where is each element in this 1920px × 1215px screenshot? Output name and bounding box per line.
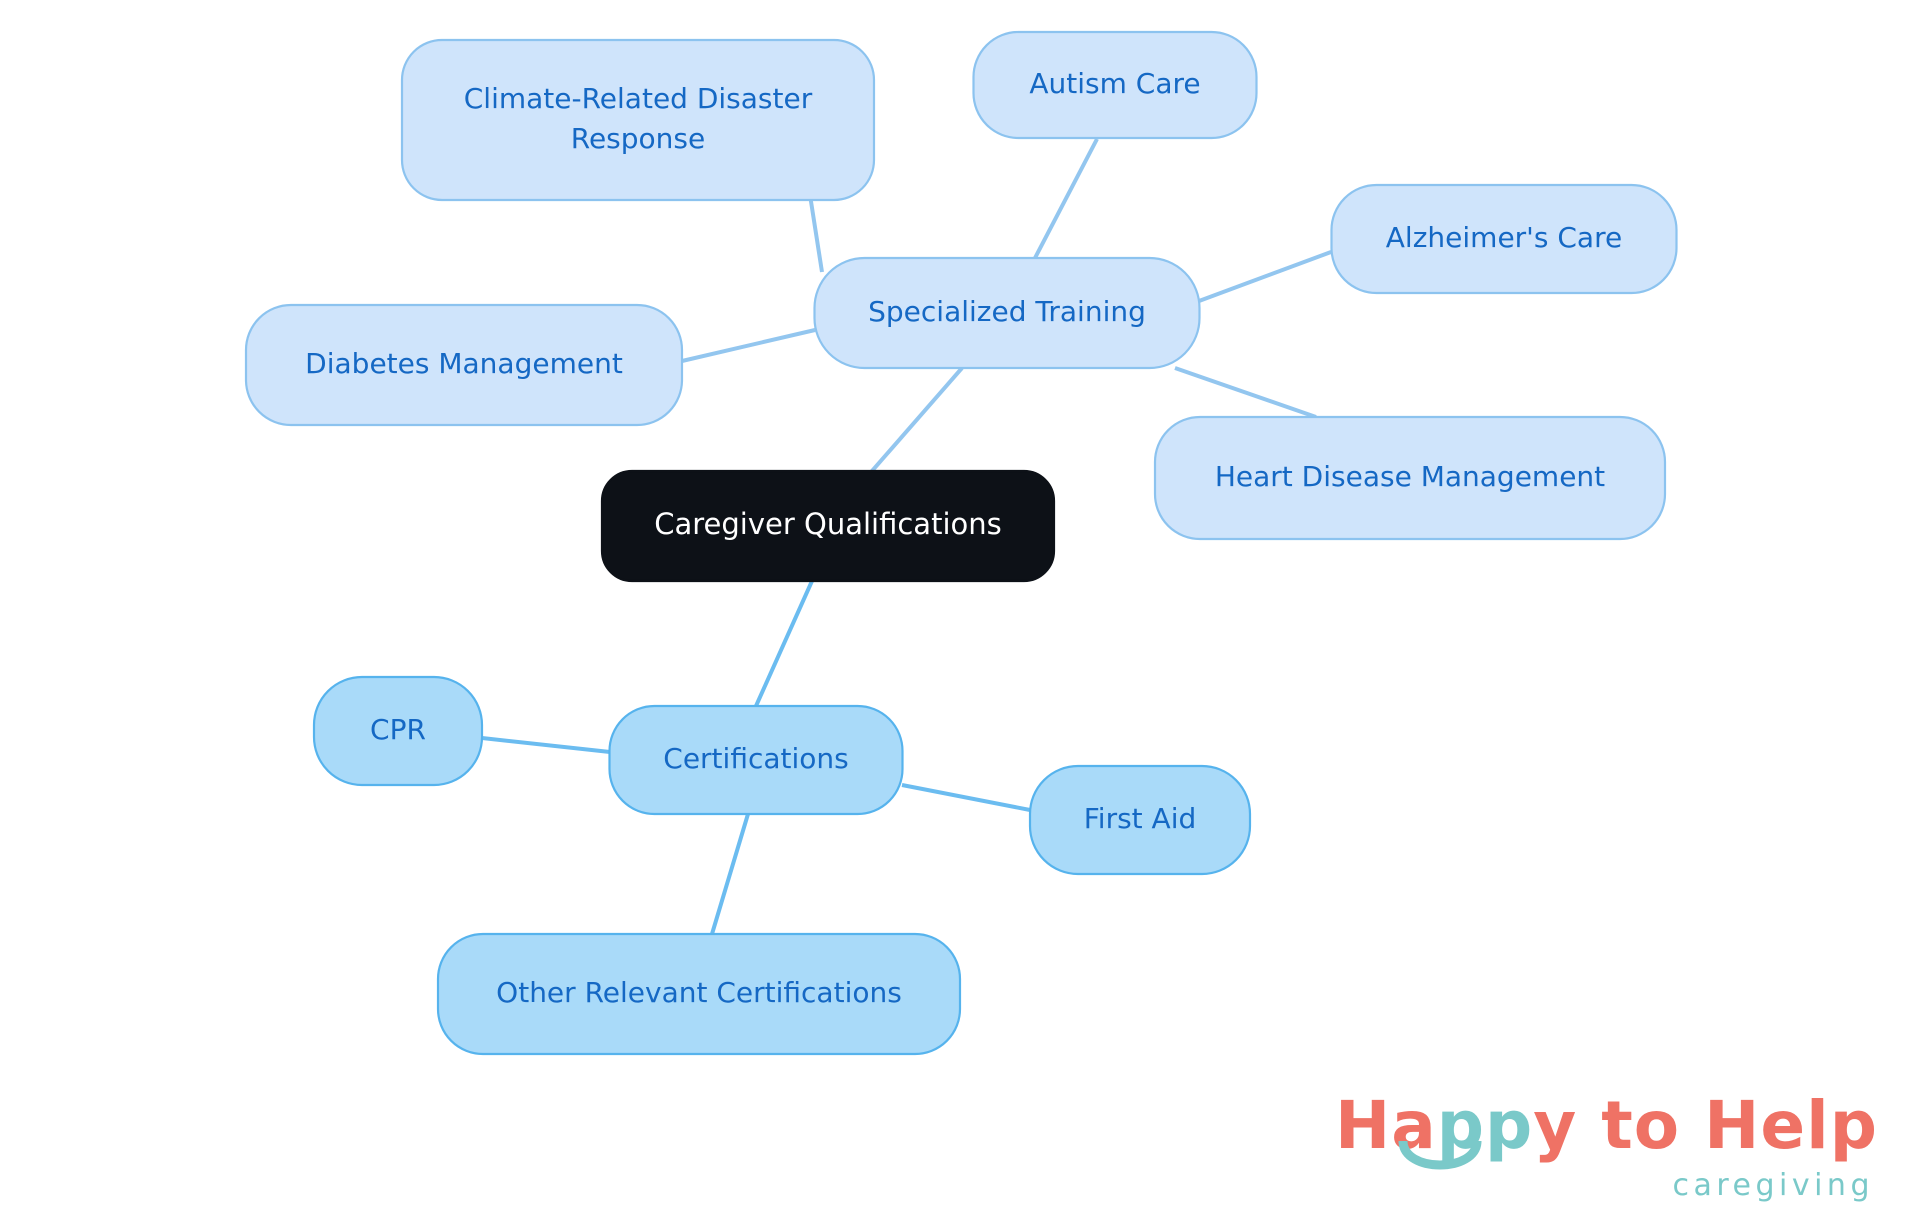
smile-icon: [1398, 1140, 1482, 1170]
brand-wordmark: Happy to Help: [1335, 1093, 1878, 1159]
node-label-heart-disease-management: Heart Disease Management: [1215, 460, 1605, 493]
node-shape-cpr[interactable]: [312, 675, 484, 787]
node-label-climate-related-disaster-response: Climate-Related Disaster: [464, 82, 813, 115]
node-label-autism-care: Autism Care: [1029, 67, 1200, 100]
node-shape-autism-care[interactable]: [972, 30, 1258, 140]
node-heart-disease-management[interactable]: Heart Disease Management: [1153, 415, 1667, 541]
node-label-root: Caregiver Qualifications: [654, 507, 1002, 541]
node-shape-heart-disease-management[interactable]: [1153, 415, 1667, 541]
node-autism-care[interactable]: Autism Care: [972, 30, 1258, 140]
edge-specialized-climate: [808, 194, 824, 273]
brand-letters-y-to-h: y to H: [1533, 1087, 1761, 1164]
edge-certifications-firstaid: [901, 783, 1031, 812]
brand-letter-p: p: [1829, 1087, 1878, 1164]
edge-certifications-cpr: [481, 736, 611, 754]
node-shape-other-relevant-certifications[interactable]: [436, 932, 962, 1056]
node-shape-first-aid[interactable]: [1028, 764, 1252, 876]
brand-logo: Happy to Help caregiving: [1335, 1093, 1878, 1201]
node-alzheimers-care[interactable]: Alzheimer's Care: [1330, 183, 1678, 295]
brand-letters-pp: pp: [1436, 1087, 1534, 1164]
node-diabetes-management[interactable]: Diabetes Management: [244, 303, 684, 427]
edge-specialized-diabetes: [681, 328, 816, 363]
node-shape-certifications[interactable]: [608, 704, 904, 816]
brand-tagline: caregiving: [1672, 1168, 1874, 1203]
brand-letters-el: el: [1760, 1087, 1830, 1164]
node-first-aid[interactable]: First Aid: [1028, 764, 1252, 876]
edge-specialized-alzheimers: [1198, 250, 1332, 303]
edge-root-certifications: [754, 580, 814, 707]
edges-layer: [481, 138, 1332, 935]
node-shape-climate-related-disaster-response[interactable]: [400, 38, 876, 202]
node-label-climate-related-disaster-response: Response: [571, 122, 705, 155]
node-shape-diabetes-management[interactable]: [244, 303, 684, 427]
node-label-certifications: Certifications: [663, 742, 848, 775]
node-shape-alzheimers-care[interactable]: [1330, 183, 1678, 295]
node-label-cpr: CPR: [370, 713, 426, 746]
brand-letter-a: a: [1391, 1087, 1437, 1164]
node-label-first-aid: First Aid: [1084, 802, 1197, 835]
node-other-relevant-certifications[interactable]: Other Relevant Certifications: [436, 932, 962, 1056]
node-certifications[interactable]: Certifications: [608, 704, 904, 816]
node-label-diabetes-management: Diabetes Management: [305, 347, 623, 380]
node-specialized-training[interactable]: Specialized Training: [813, 256, 1201, 370]
edge-root-specialized: [856, 366, 964, 489]
node-cpr[interactable]: CPR: [312, 675, 484, 787]
node-label-other-relevant-certifications: Other Relevant Certifications: [496, 976, 902, 1009]
edge-specialized-heart: [1174, 366, 1317, 419]
node-root[interactable]: Caregiver Qualifications: [600, 469, 1056, 583]
edge-specialized-autism: [1033, 138, 1099, 259]
node-label-alzheimers-care: Alzheimer's Care: [1386, 221, 1622, 254]
node-label-specialized-training: Specialized Training: [868, 295, 1146, 328]
node-shape-root[interactable]: [600, 469, 1056, 583]
node-shape-specialized-training[interactable]: [813, 256, 1201, 370]
brand-letter-h: H: [1334, 1087, 1392, 1164]
edge-certifications-other: [710, 813, 750, 935]
